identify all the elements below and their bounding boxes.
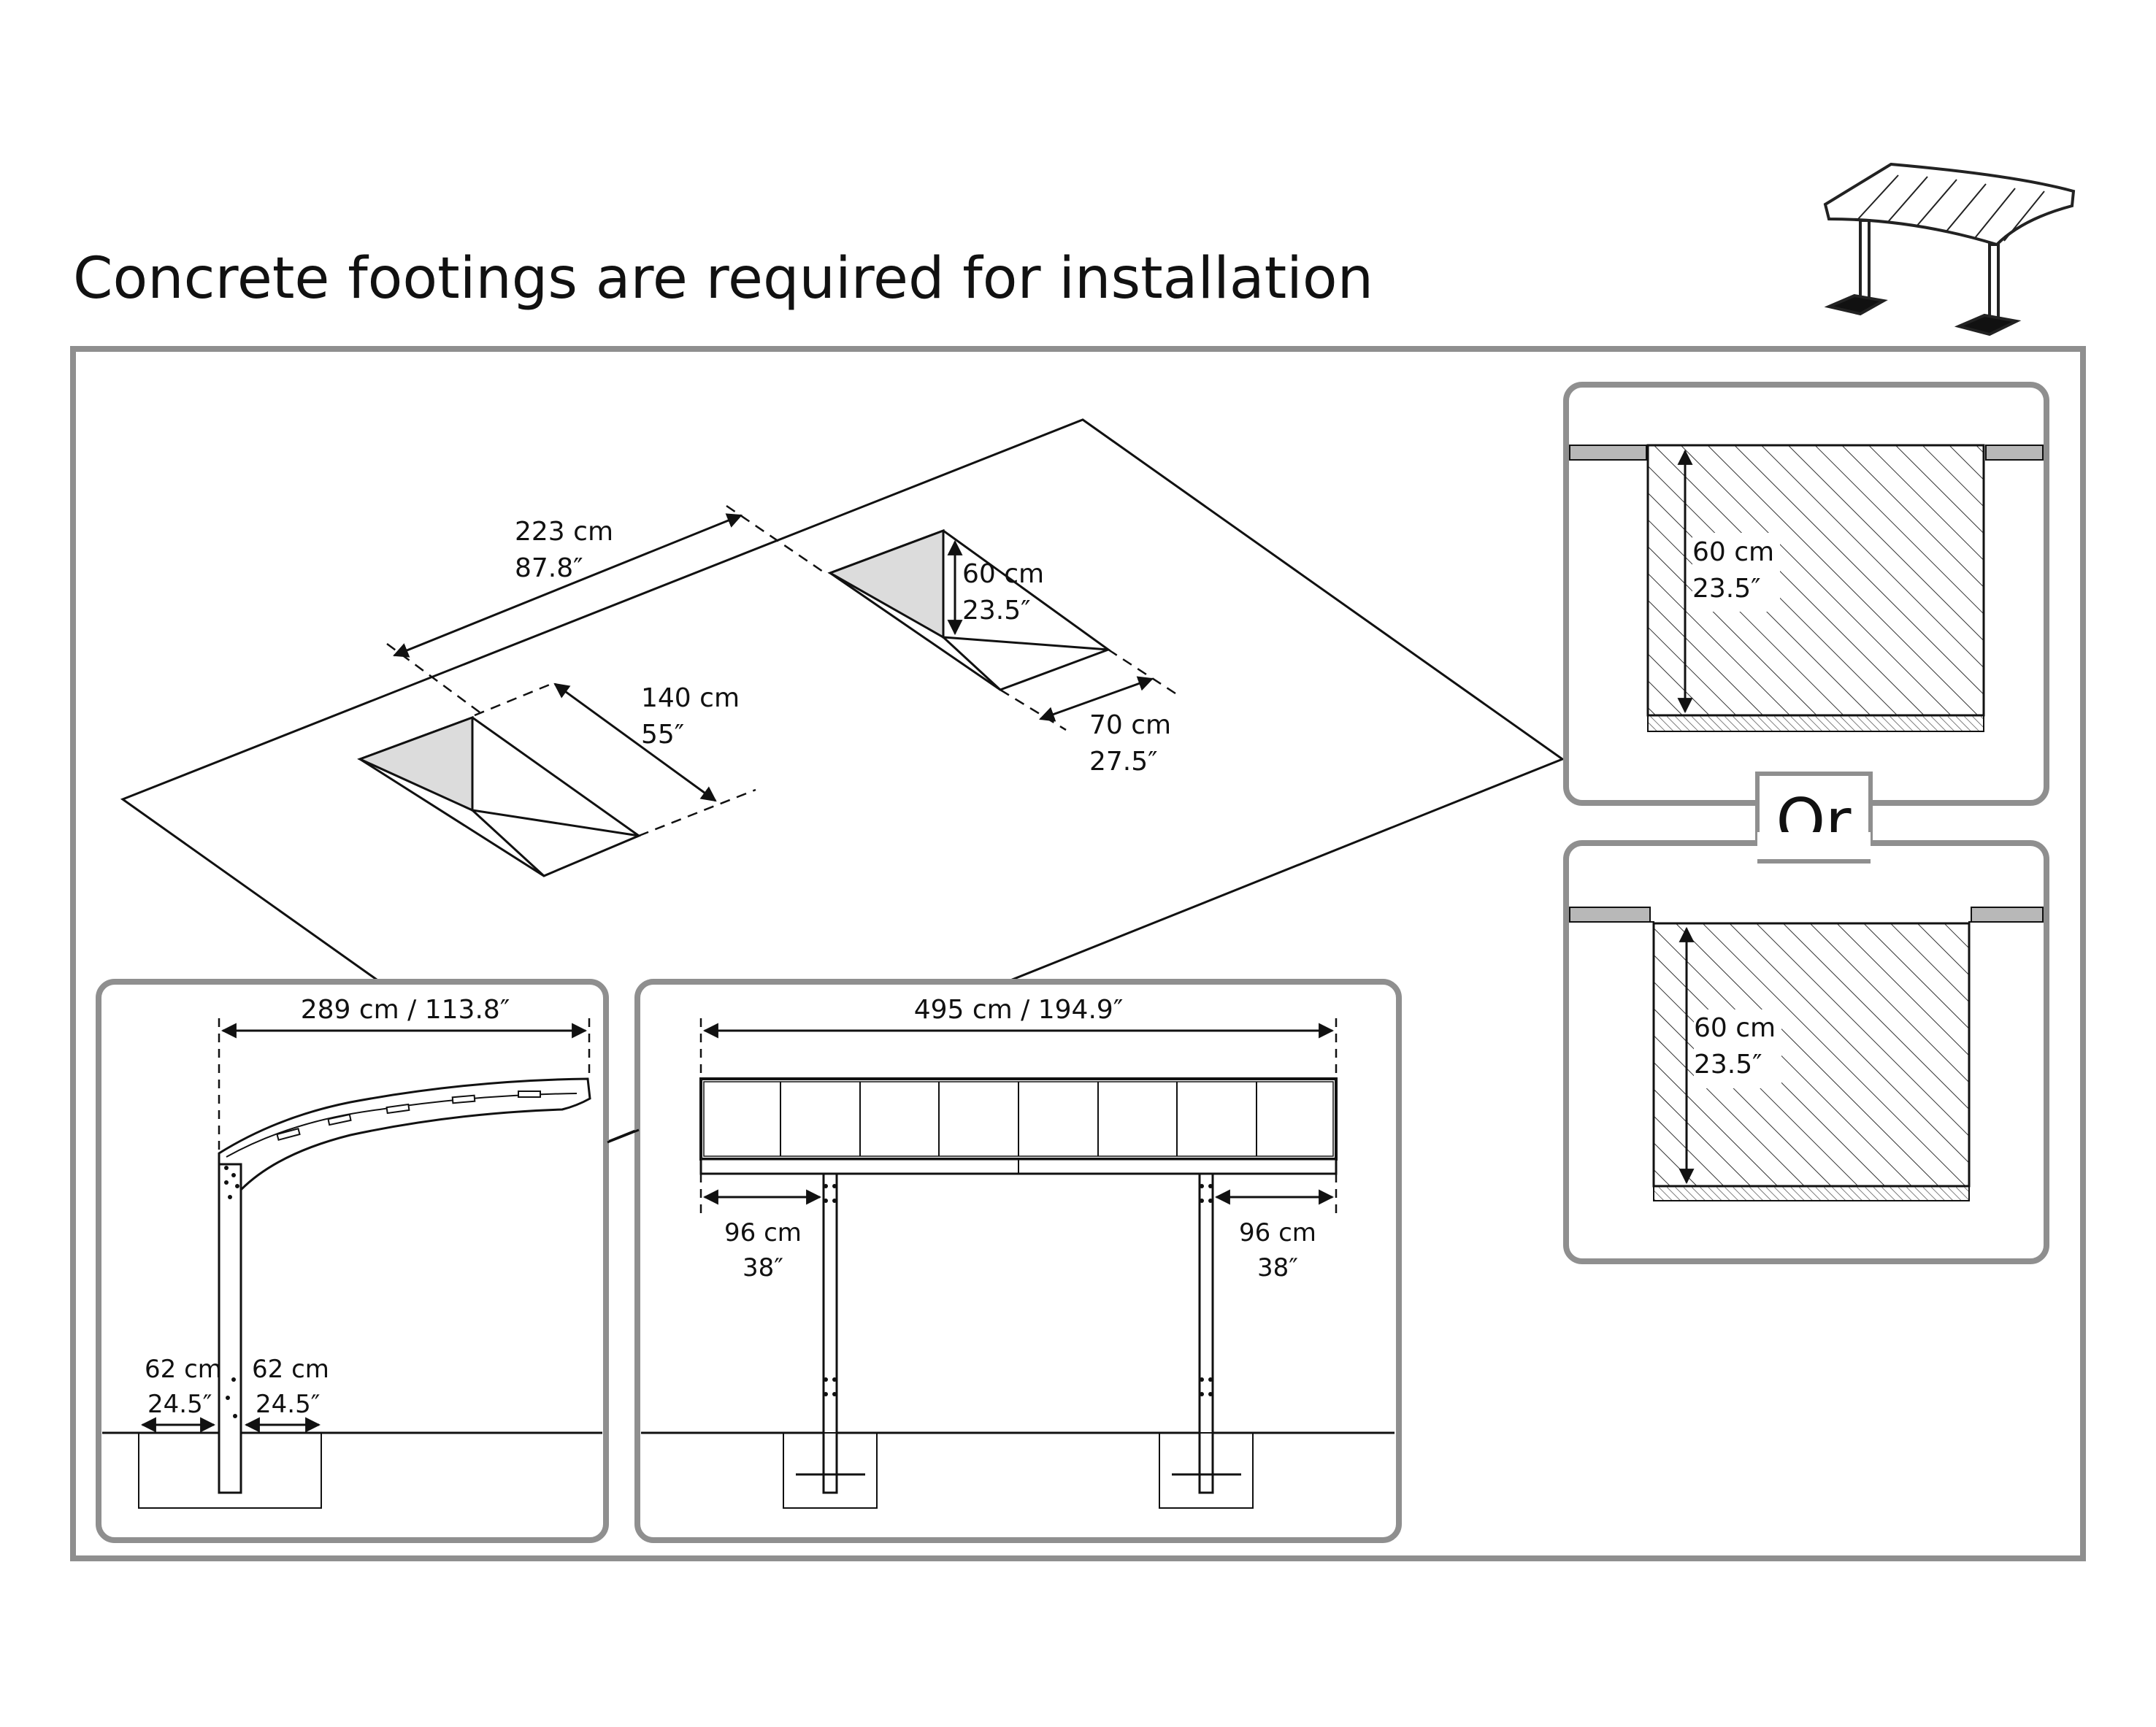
section-top-depth-cm: 60 cm (1692, 537, 1774, 567)
side-span-label: 289 cm / 113.8″ (301, 995, 510, 1025)
section-panel-top (1563, 382, 2049, 806)
side-right-offset-in: 24.5″ (256, 1390, 320, 1419)
plan-width-in: 27.5″ (1089, 747, 1158, 777)
front-left-overhang-in: 38″ (743, 1253, 783, 1282)
plan-length-cm: 140 cm (641, 683, 740, 713)
side-left-offset-in: 24.5″ (147, 1390, 212, 1419)
carport-thumbnail-icon (1823, 162, 2076, 336)
plan-view (120, 418, 1565, 1144)
front-view-panel (634, 979, 1402, 1543)
front-post-right (1198, 1172, 1214, 1494)
section-bottom-depth-in: 23.5″ (1694, 1050, 1762, 1080)
side-post (218, 1163, 242, 1494)
section-bottom-depth-cm: 60 cm (1694, 1013, 1776, 1043)
side-right-offset-cm: 62 cm (252, 1355, 329, 1384)
front-right-overhang-cm: 96 cm (1239, 1218, 1316, 1247)
main-frame (70, 346, 2086, 1561)
plan-spacing-cm: 223 cm (515, 517, 613, 547)
side-view-panel (96, 979, 609, 1543)
dim-arrow-length (553, 682, 717, 802)
page-title: Concrete footings are required for insta… (73, 246, 1373, 312)
plan-depth-in: 23.5″ (962, 596, 1031, 626)
section-panel-bottom (1563, 832, 2049, 1264)
front-right-overhang-in: 38″ (1257, 1253, 1298, 1282)
plan-width-cm: 70 cm (1089, 710, 1171, 740)
front-post-left (822, 1172, 838, 1494)
dim-arrow-spacing (393, 513, 743, 658)
plan-length-in: 55″ (641, 720, 684, 750)
dim-arrow-width (1039, 676, 1154, 722)
plan-depth-cm: 60 cm (962, 559, 1044, 589)
side-roof-arm (218, 1077, 591, 1193)
front-span-label: 495 cm / 194.9″ (914, 995, 1124, 1025)
section-top-depth-in: 23.5″ (1692, 574, 1761, 604)
plan-spacing-in: 87.8″ (515, 553, 583, 583)
side-left-offset-cm: 62 cm (145, 1355, 222, 1384)
front-left-overhang-cm: 96 cm (724, 1218, 802, 1247)
